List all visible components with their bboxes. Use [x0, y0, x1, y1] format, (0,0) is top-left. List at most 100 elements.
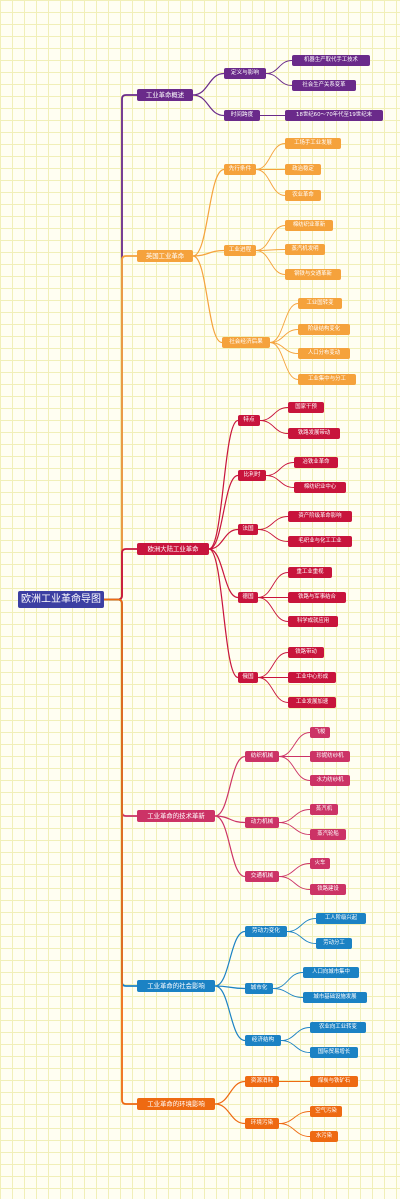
leaf-heavy-industry[interactable]: 重工业重视 — [288, 567, 332, 578]
topic-urbanization[interactable]: 城市化 — [245, 983, 273, 994]
leaf-steamship[interactable]: 蒸汽轮船 — [310, 829, 346, 840]
leaf-steam-engine[interactable]: 蒸汽机发明 — [285, 244, 325, 255]
topic-pollution[interactable]: 环境污染 — [245, 1118, 279, 1129]
leaf-division-labor[interactable]: 劳动分工 — [316, 938, 352, 949]
leaf-concentration-division[interactable]: 工业集中与分工 — [298, 374, 356, 385]
connector — [214, 985, 246, 990]
leaf-spinning-jenny[interactable]: 珍妮纺纱机 — [310, 751, 350, 762]
connector — [272, 972, 304, 989]
topic-timespan[interactable]: 时间跨度 — [224, 110, 260, 121]
connector — [255, 250, 286, 275]
leaf-period[interactable]: 18世纪60～70年代至19世纪末 — [285, 110, 383, 121]
leaf-population-shift[interactable]: 人口分布变动 — [298, 348, 350, 359]
connector — [214, 755, 246, 817]
leaf-state-intervention[interactable]: 国家干预 — [288, 402, 324, 413]
connector — [278, 1111, 311, 1124]
leaf-infrastructure[interactable]: 城市基础设施发展 — [303, 992, 367, 1003]
topic-textile-machinery[interactable]: 纺织机械 — [245, 751, 279, 762]
branch-social[interactable]: 工业革命的社会影响 — [137, 980, 215, 992]
branch-technology[interactable]: 工业革命的技术革新 — [137, 810, 215, 822]
leaf-flying-shuttle[interactable]: 飞梭 — [310, 727, 330, 738]
leaf-train[interactable]: 火车 — [310, 858, 330, 869]
leaf-political-stability[interactable]: 政治稳定 — [285, 164, 321, 175]
topic-preconditions[interactable]: 先行条件 — [224, 164, 256, 175]
leaf-cotton-innovation[interactable]: 棉纺织业革新 — [285, 220, 333, 231]
topic-belgium[interactable]: 比利时 — [238, 470, 266, 481]
connector — [269, 303, 299, 343]
connector — [255, 169, 286, 196]
connector — [259, 407, 289, 421]
connector — [269, 329, 299, 343]
connector — [214, 815, 246, 824]
branch-britain[interactable]: 英国工业革命 — [137, 250, 193, 262]
leaf-air-pollution[interactable]: 空气污染 — [310, 1106, 342, 1117]
topic-resource-consumption[interactable]: 资源消耗 — [245, 1076, 279, 1087]
topic-definition[interactable]: 定义与影响 — [224, 68, 266, 79]
trunk-connector — [104, 255, 137, 601]
connector — [269, 342, 299, 380]
leaf-working-class[interactable]: 工人阶级兴起 — [316, 913, 366, 924]
connector — [208, 548, 239, 679]
leaf-railway-lead[interactable]: 铁路带动 — [288, 647, 324, 658]
connector — [192, 94, 225, 117]
leaf-science-application[interactable]: 科学成就应用 — [288, 616, 338, 627]
branch-environment[interactable]: 工业革命的环境影响 — [137, 1098, 215, 1110]
leaf-bourgeois-revolution[interactable]: 资产阶级革命影响 — [288, 511, 352, 522]
connector — [257, 529, 289, 542]
topic-france[interactable]: 法国 — [238, 524, 258, 535]
leaf-water-pollution[interactable]: 水污染 — [310, 1131, 338, 1142]
leaf-class-structure[interactable]: 阶级结构变化 — [298, 324, 350, 335]
connector — [192, 168, 225, 257]
leaf-cotton-center[interactable]: 棉纺织业中心 — [294, 482, 346, 493]
leaf-industrial-centers[interactable]: 工业中心形成 — [288, 672, 336, 683]
leaf-wool-chemical[interactable]: 毛织业与化工工业 — [288, 536, 352, 547]
connector — [272, 988, 304, 998]
connector — [265, 60, 293, 74]
connector — [255, 143, 286, 170]
connector — [278, 1123, 311, 1137]
topic-features[interactable]: 特点 — [238, 415, 260, 426]
topic-germany[interactable]: 德国 — [238, 592, 258, 603]
connector — [255, 225, 286, 251]
topic-economic-structure[interactable]: 经济结构 — [245, 1035, 281, 1046]
topic-transport-machinery[interactable]: 交通机械 — [245, 871, 279, 882]
leaf-trade-growth[interactable]: 国际贸易增长 — [310, 1047, 358, 1058]
root-node[interactable]: 欧洲工业革命导图 — [18, 591, 104, 608]
connector — [257, 597, 289, 622]
trunk-connector — [104, 598, 137, 817]
connector — [208, 419, 239, 550]
connector — [214, 930, 246, 987]
connector — [278, 756, 311, 781]
topic-socioeconomic[interactable]: 社会经济后果 — [222, 337, 270, 348]
leaf-railway-driven[interactable]: 铁路发展带动 — [288, 428, 340, 439]
leaf-steam-engine-2[interactable]: 蒸汽机 — [310, 804, 338, 815]
leaf-social-relations[interactable]: 社会生产关系变革 — [292, 80, 356, 91]
leaf-steel-transport[interactable]: 钢铁与交通革新 — [285, 269, 341, 280]
leaf-machine-production[interactable]: 机器生产取代手工技术 — [292, 55, 370, 66]
connector — [192, 72, 225, 96]
leaf-workshop-industry[interactable]: 工场手工业发展 — [285, 138, 341, 149]
leaf-water-frame[interactable]: 水力纺纱机 — [310, 775, 350, 786]
connector — [280, 1027, 311, 1041]
leaf-railway-construction[interactable]: 铁路建设 — [310, 884, 346, 895]
connector — [257, 572, 289, 598]
leaf-development-accelerated[interactable]: 工业发展加速 — [288, 697, 336, 708]
leaf-iron-revolution[interactable]: 冶铁业革命 — [294, 457, 338, 468]
branch-continent[interactable]: 欧洲大陆工业革命 — [137, 543, 209, 555]
leaf-railway-military[interactable]: 铁路与军事结合 — [288, 592, 346, 603]
connector — [286, 918, 317, 932]
connector — [255, 249, 286, 251]
trunk-connector — [104, 598, 137, 1105]
branch-overview[interactable]: 工业革命概述 — [137, 89, 193, 101]
topic-russia[interactable]: 俄国 — [238, 672, 258, 683]
leaf-agricultural-revolution[interactable]: 农业革命 — [285, 190, 321, 201]
leaf-urban-concentration[interactable]: 人口向城市集中 — [303, 967, 359, 978]
leaf-agri-to-industry[interactable]: 农业向工业转变 — [310, 1022, 366, 1033]
connector — [278, 809, 311, 823]
leaf-industrial-nation[interactable]: 工业国转变 — [298, 298, 342, 309]
topic-industrial-process[interactable]: 工业进程 — [224, 245, 256, 256]
topic-labor-changes[interactable]: 劳动力变化 — [245, 926, 287, 937]
connector — [257, 516, 289, 530]
leaf-coal-iron[interactable]: 煤炭与铁矿石 — [310, 1076, 358, 1087]
topic-power-machinery[interactable]: 动力机械 — [245, 817, 279, 828]
